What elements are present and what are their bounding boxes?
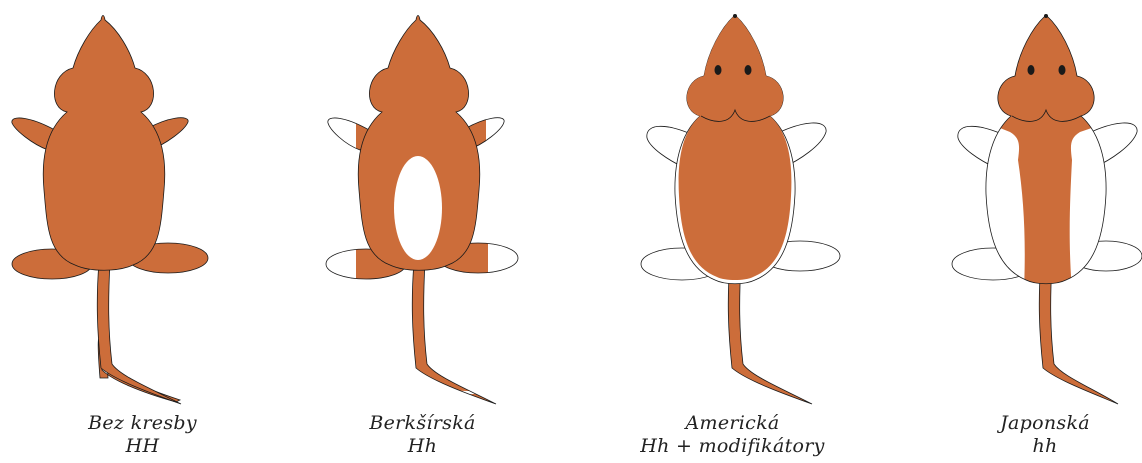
rat-self-figure: Bez kresby HH [0,0,285,463]
nose [733,14,737,18]
genotype-label: HH [0,435,285,458]
colored-hood [679,16,792,280]
right-eye [1059,65,1066,75]
pattern-name: Americká [590,412,875,435]
tail-shape [97,262,181,404]
left-eye [715,65,722,75]
pattern-name: Berkšírská [280,412,565,435]
rat-caption: Berkšírská Hh [280,412,565,458]
left-eye [1028,65,1035,75]
body [43,16,165,271]
rat-berkshire-figure: Berkšírská Hh [280,0,565,463]
pattern-name: Japonská [945,412,1142,435]
tail [412,262,518,410]
genotype-label: Hh [280,435,565,458]
genotype-label: hh [945,435,1142,458]
rat-caption: Americká Hh + modifikátory [590,412,875,458]
rat-american-figure: Americká Hh + modifikátory [590,0,875,463]
rat-japanese-figure: Japonská hh [900,0,1142,463]
right-eye [745,65,752,75]
genotype-label: Hh + modifikátory [590,435,875,458]
pattern-name: Bez kresby [0,412,285,435]
nose [1044,14,1048,18]
rat-caption: Japonská hh [945,412,1142,458]
rat-caption: Bez kresby HH [0,412,285,458]
white-belly-spot [394,156,442,260]
